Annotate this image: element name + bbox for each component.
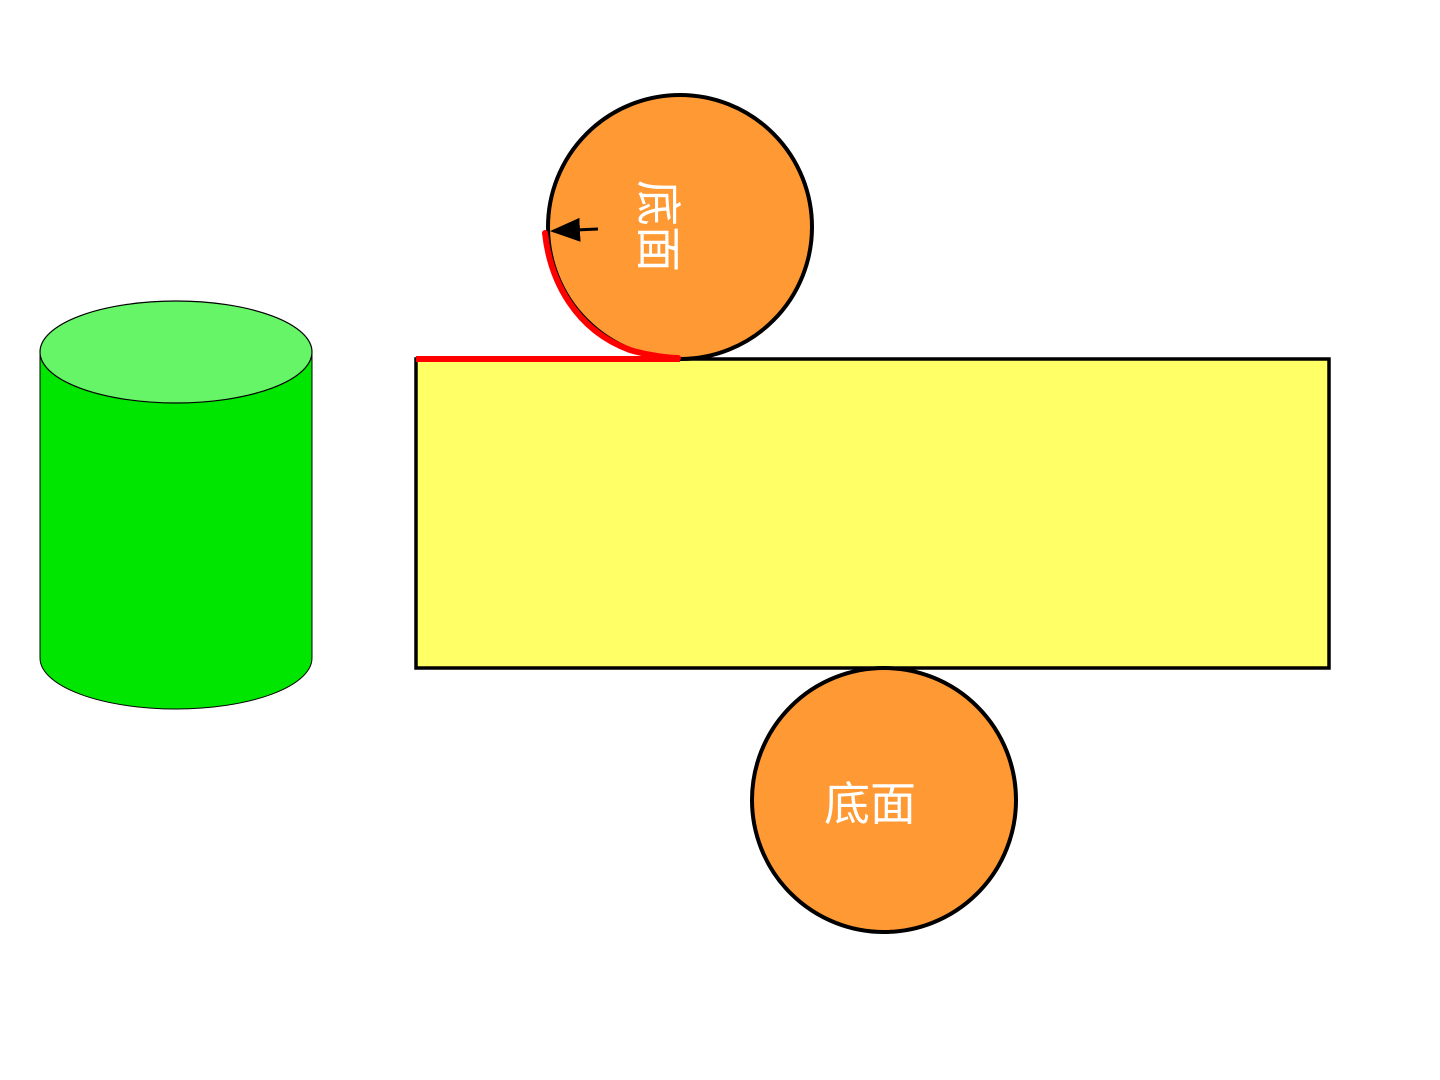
bottom-base-circle <box>750 666 1018 934</box>
cylinder <box>39 300 313 710</box>
lateral-surface-rectangle <box>414 357 1331 670</box>
cylinder-top <box>39 300 313 404</box>
bottom-base-label: 底面 <box>824 777 916 831</box>
top-base-label: 底面 <box>631 180 685 272</box>
cylinder-side <box>39 351 313 710</box>
arrow-pointer <box>550 217 599 242</box>
